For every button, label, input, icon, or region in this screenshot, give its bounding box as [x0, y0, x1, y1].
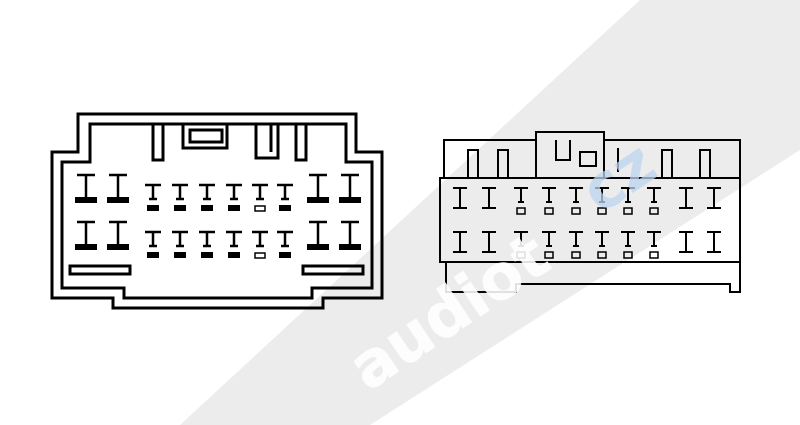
left-pin-r2p8	[277, 230, 293, 258]
left-key-slot-1	[151, 124, 165, 162]
right-pin-r2p6	[595, 231, 609, 259]
left-pin-r1p5	[199, 183, 215, 211]
left-pin-field	[75, 173, 361, 259]
right-pin-r2p4	[542, 231, 556, 259]
left-pin-r1p10	[339, 173, 361, 203]
right-pin-r2p3	[514, 231, 528, 259]
left-pin-r1p2	[107, 173, 129, 203]
right-fin-8	[661, 149, 673, 178]
right-pin-r2p9	[679, 231, 693, 253]
right-pin-r1p5	[569, 187, 583, 215]
right-pin-r1p7	[621, 187, 635, 215]
right-pin-r2p8	[647, 231, 661, 259]
right-pin-r1p4	[542, 187, 556, 215]
left-housing-inner	[60, 122, 374, 300]
left-pin-r1p4	[172, 183, 188, 211]
right-pin-r2p10	[707, 231, 721, 253]
left-connector	[50, 112, 384, 310]
left-pin-r2p6	[226, 230, 242, 258]
right-pin-r2p2	[482, 231, 496, 253]
left-bottom-rail-right	[301, 264, 365, 276]
left-pin-r2p9	[307, 220, 329, 250]
left-pin-r2p2	[107, 220, 129, 250]
right-connector	[439, 131, 741, 293]
right-pin-field	[453, 187, 721, 259]
left-pin-r1p9	[307, 173, 329, 203]
right-pin-r1p6	[595, 187, 609, 215]
right-pin-r1p3	[514, 187, 528, 215]
left-pin-r1p1	[75, 173, 97, 203]
left-pin-r1p8	[277, 183, 293, 211]
left-key-slot-3	[254, 124, 280, 160]
left-pin-r1p6	[226, 183, 242, 211]
right-fin-2	[497, 149, 509, 178]
right-fin-4	[555, 140, 571, 161]
right-pin-r2p1	[453, 231, 467, 253]
right-fin-1	[467, 149, 479, 178]
right-pin-r1p8	[647, 187, 661, 215]
right-pin-r1p9	[679, 187, 693, 209]
right-fin-5	[579, 151, 597, 167]
right-pin-r2p7	[621, 231, 635, 259]
left-housing-outer	[50, 112, 384, 310]
left-pin-r2p10	[339, 220, 361, 250]
left-bottom-rail-left	[68, 264, 132, 276]
right-fin-9	[699, 149, 711, 178]
right-pin-r1p10	[707, 187, 721, 209]
left-pin-r1p7	[252, 183, 268, 212]
left-pin-r2p5	[199, 230, 215, 258]
left-key-slot-5	[294, 124, 308, 162]
left-pin-r1p3	[145, 183, 161, 211]
right-pin-r2p5	[569, 231, 583, 259]
watermark-band	[180, 0, 800, 425]
left-key-slot-2	[181, 124, 229, 150]
left-pin-r2p3	[145, 230, 161, 258]
left-pin-r2p7	[252, 230, 268, 259]
right-pin-r1p2	[482, 187, 496, 209]
left-key-notch	[188, 128, 224, 144]
left-pin-r2p4	[172, 230, 188, 258]
right-pin-r1p1	[453, 187, 467, 209]
left-pin-r2p1	[75, 220, 97, 250]
right-housing-outer	[439, 131, 741, 293]
